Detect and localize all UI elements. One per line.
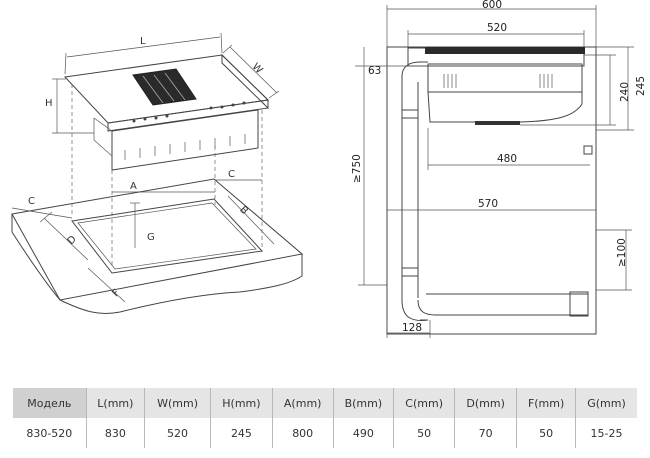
cell-L: 830 (85, 418, 145, 448)
label-L: L (140, 36, 146, 47)
spec-table-header-row: Модель L(mm) W(mm) H(mm) A(mm) B(mm) C(m… (13, 388, 637, 418)
header-L: L(mm) (85, 388, 145, 418)
cell-G: 15-25 (575, 418, 637, 448)
label-C-left: C (28, 196, 35, 207)
header-F: F(mm) (516, 388, 576, 418)
header-W: W(mm) (144, 388, 211, 418)
cell-W: 520 (144, 418, 211, 448)
header-D: D(mm) (454, 388, 517, 418)
label-D: D (66, 234, 79, 247)
cell-C: 50 (393, 418, 455, 448)
label-C-right: C (228, 169, 235, 180)
cell-A: 800 (271, 418, 334, 448)
header-A: A(mm) (271, 388, 334, 418)
label-A: A (130, 181, 137, 192)
cell-H: 245 (210, 418, 273, 448)
label-G: G (147, 232, 155, 243)
spec-table: Модель L(mm) W(mm) H(mm) A(mm) B(mm) C(m… (13, 388, 637, 448)
label-W: W (250, 61, 265, 76)
dim-128: 128 (402, 322, 422, 334)
dim-100: ≥100 (616, 238, 628, 267)
dim-63: 63 (368, 65, 381, 77)
header-C: C(mm) (393, 388, 455, 418)
dim-245: 245 (635, 76, 647, 96)
dim-240: 240 (619, 82, 631, 102)
cell-F: 50 (516, 418, 576, 448)
header-G: G(mm) (575, 388, 637, 418)
header-H: H(mm) (210, 388, 273, 418)
cell-model: 830-520 (26, 426, 73, 440)
header-B: B(mm) (332, 388, 394, 418)
spec-table-row: 830-520 830 520 245 800 490 50 70 50 15-… (13, 418, 637, 448)
dim-750: ≥750 (351, 154, 363, 183)
header-model: Модель (13, 388, 87, 418)
cabinet-section-view: 600 520 63 240 (351, 0, 647, 338)
cell-B: 490 (332, 418, 394, 448)
dim-480: 480 (497, 153, 517, 165)
hob-perspective-view: L W H A C C D B (11, 32, 304, 314)
label-H: H (45, 98, 53, 109)
installation-drawing: L W H A C C D B (11, 0, 647, 338)
dim-520: 520 (487, 22, 507, 34)
cell-D: 70 (454, 418, 517, 448)
extractor-vent (132, 68, 197, 106)
dim-570: 570 (478, 198, 498, 210)
dim-600: 600 (482, 0, 502, 11)
label-B: B (237, 204, 250, 217)
